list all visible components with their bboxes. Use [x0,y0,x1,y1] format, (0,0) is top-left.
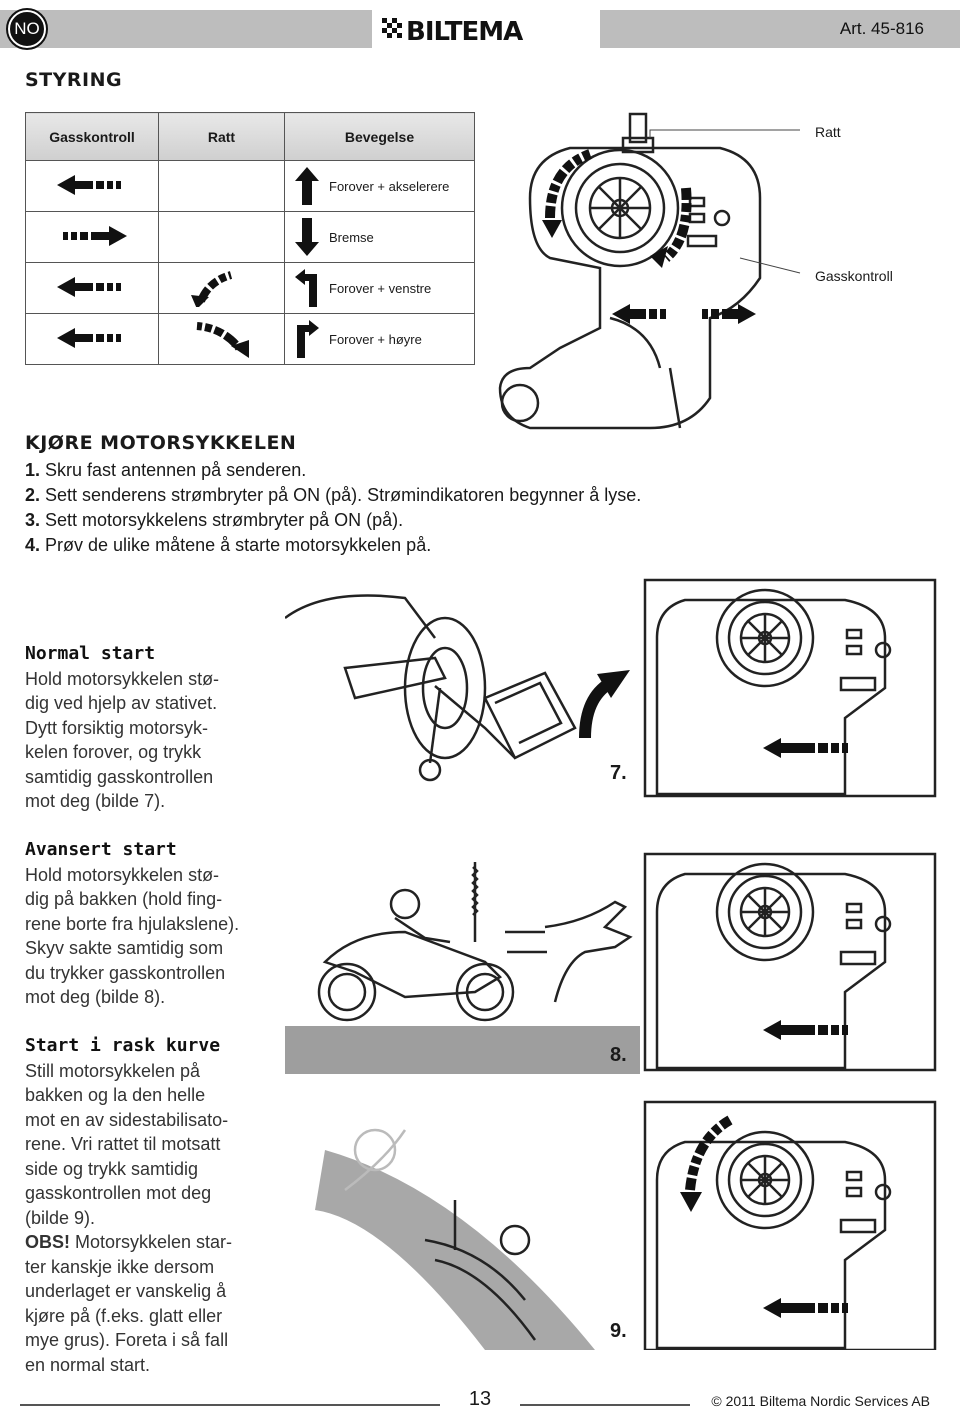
brand-text: BILTEMA [406,17,523,47]
wheel-cell [158,211,285,263]
arrow-right-icon [63,225,127,246]
curve-start-section: Start i rask kurve Still motorsykkelen p… [25,1034,275,1377]
table-row: Forover + høyre [25,313,475,365]
transmitter-illustration [498,112,801,430]
table-row: Bremse [25,211,475,263]
figure-7-illustration [285,578,937,798]
throttle-cell [25,160,159,212]
figure-9-number: 9. [610,1320,627,1342]
article-number: Art. 45-816 [839,19,924,38]
copyright: © 2011 Biltema Nordic Services AB [711,1393,930,1409]
list-item: 3. Sett motorsykkelens strømbryter på ON… [25,510,404,530]
col-throttle: Gasskontroll [25,112,159,161]
table-row: Forover + venstre [25,262,475,314]
figure-8-number: 8. [610,1044,627,1066]
arrow-left-icon [57,174,121,195]
steering-table: Gasskontroll Ratt Bevegelse Forover + ak… [25,112,475,365]
language-badge: NO [6,8,48,50]
turn-left-icon [295,269,317,307]
movement-label: Forover + venstre [329,280,432,296]
header-bar-left [0,10,372,48]
steering-heading: STYRING [25,69,123,91]
wheel-label: Ratt [815,124,841,140]
turn-right-icon [297,320,319,358]
throttle-cell [25,262,159,314]
list-item: 1. Skru fast antennen på senderen. [25,460,307,480]
section-title: Normal start [25,643,156,664]
drive-heading: KJØRE MOTORSYKKELEN [25,432,297,454]
footer-rule-left [20,1404,440,1406]
throttle-label: Gasskontroll [815,268,893,284]
arrow-up-icon [295,167,319,205]
drive-steps: 1. Skru fast antennen på senderen. 2. Se… [25,458,641,558]
advanced-start-section: Avansert start Hold motorsykkelen stø-di… [25,838,275,1010]
movement-label: Forover + akselerere [329,178,450,194]
section-title: Start i rask kurve [25,1035,221,1056]
wheel-cell [158,160,285,212]
arrow-left-icon [57,327,121,348]
obs-label: OBS! [25,1232,70,1252]
figure-8-illustration [285,852,937,1074]
figure-9-illustration [315,1100,937,1350]
list-item: 4. Prøv de ulike måtene å starte motorsy… [25,535,432,555]
header-bar-right [600,10,960,48]
rotate-left-icon [190,270,232,309]
wheel-cell [158,313,285,365]
figure-7-number: 7. [610,762,627,784]
biltema-logo: BILTEMA [382,17,524,47]
section-title: Avansert start [25,839,177,860]
page-number: 13 [468,1388,492,1410]
movement-label: Bremse [329,229,374,245]
col-wheel: Ratt [158,112,285,161]
list-item: 2. Sett senderens strømbryter på ON (på)… [25,485,642,505]
footer-rule-right [520,1404,690,1406]
col-movement: Bevegelse [284,112,475,161]
throttle-cell [25,211,159,263]
page-header: NO BILTEMA Art. 45-816 [0,0,960,58]
table-row: Forover + akselerere [25,160,475,212]
wheel-cell [158,262,285,314]
arrow-left-icon [57,276,121,297]
normal-start-section: Normal start Hold motorsykkelen stø-dig … [25,642,275,814]
movement-label: Forover + høyre [329,331,422,347]
rotate-right-icon [196,321,249,358]
arrow-down-icon [295,218,319,256]
throttle-cell [25,313,159,365]
